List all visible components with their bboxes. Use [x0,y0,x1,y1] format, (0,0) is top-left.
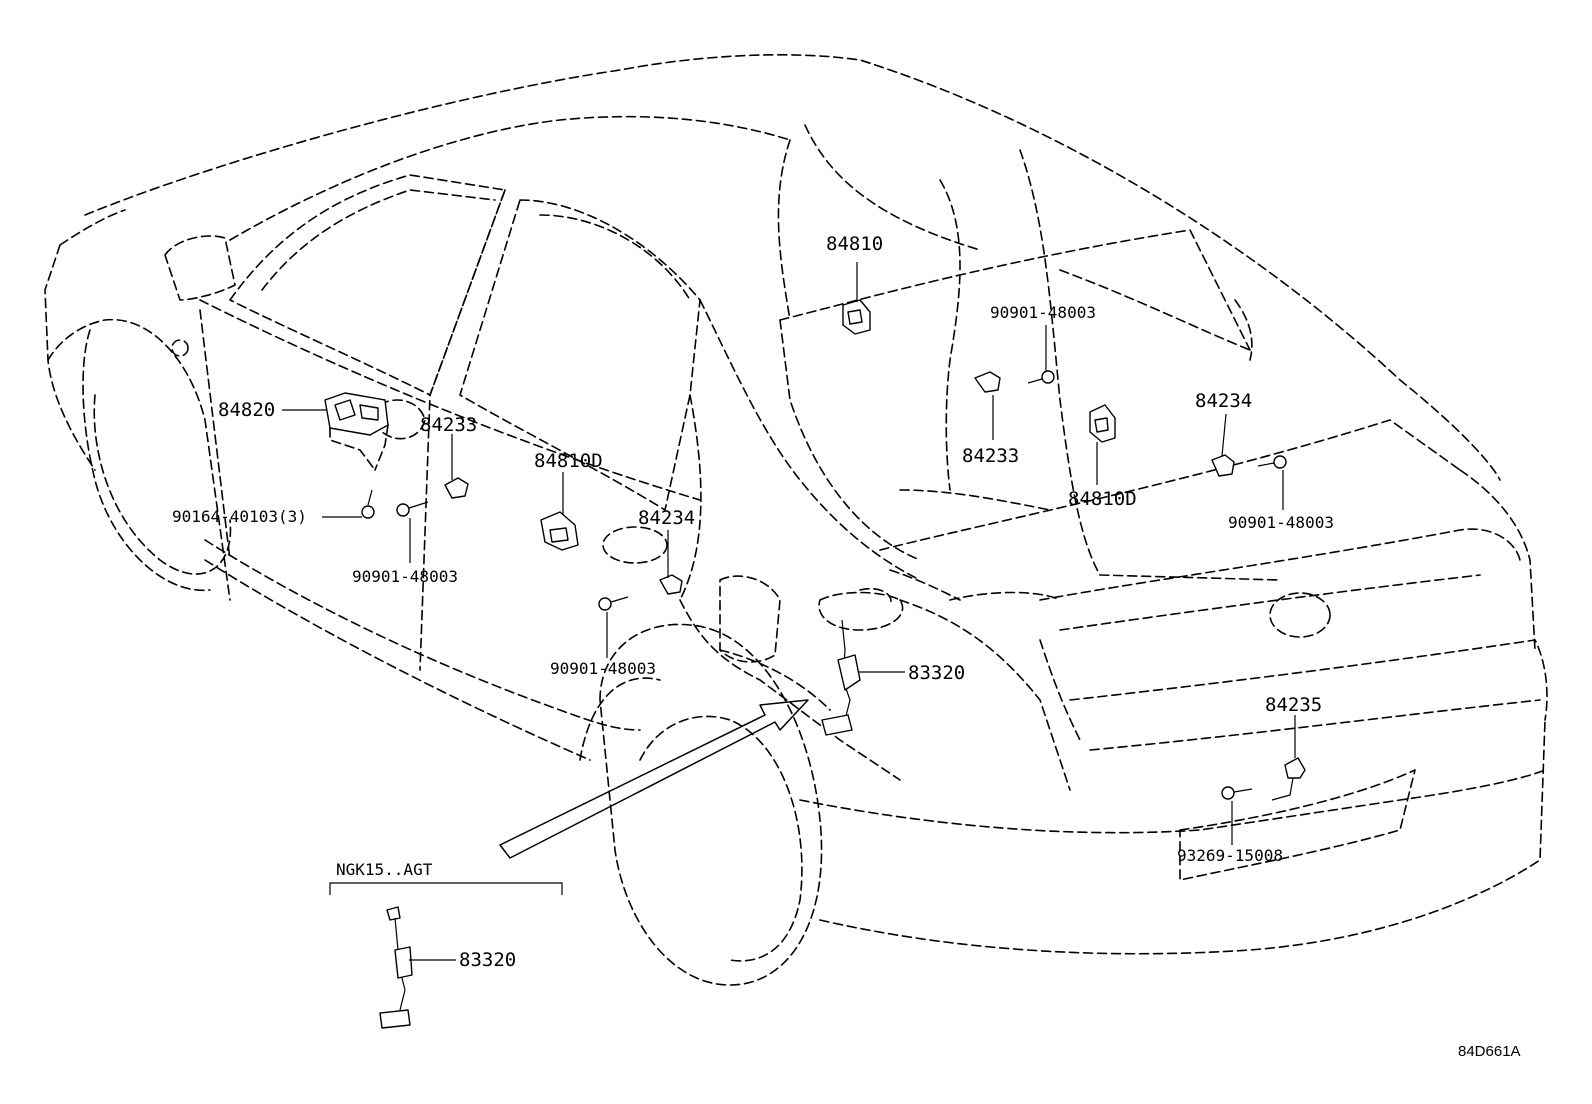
part-84233-left-switch [444,477,469,499]
label-93269-15008: 93269-15008 [1177,846,1283,865]
part-84810D-right-switch [1089,404,1116,443]
part-84820-master-switch [324,392,389,471]
part-83320-fuel-sender-main [821,619,861,736]
drawing-code: 84D661A [1458,1043,1521,1060]
part-84810D-left-switch [540,511,579,551]
label-84234-left: 84234 [638,507,695,529]
label-84810D-right: 84810D [1068,488,1137,510]
car-body-outline [44,54,1548,986]
inset-bracket [329,882,563,895]
label-90164-40103: 90164-40103(3) [172,507,307,526]
label-84235: 84235 [1265,694,1322,716]
label-84233-right: 84233 [962,445,1019,467]
label-84233-left: 84233 [420,414,477,436]
label-84234-right: 84234 [1195,390,1252,412]
label-90901-48003-lower: 90901-48003 [550,659,656,678]
leader-lines [282,262,1296,961]
label-83320-inset: 83320 [459,949,516,971]
label-84810D-left: 84810D [534,450,603,472]
label-90901-48003-left: 90901-48003 [352,567,458,586]
part-labels: 84810 90901-48003 84233 84810D 84234 909… [172,233,1521,1060]
inset-pointer-arrow [499,699,809,859]
part-84234-left-switch [659,574,683,595]
label-84820: 84820 [218,399,275,421]
label-84810: 84810 [826,233,883,255]
part-84810-body-control [842,299,871,335]
part-83320-fuel-sender-inset [379,906,413,1029]
part-84233-right-switch [974,371,1001,393]
label-90901-48003-right: 90901-48003 [1228,513,1334,532]
part-84235-trunk-switch [1271,757,1306,801]
label-83320-main: 83320 [908,662,965,684]
part-84234-right-switch [1211,454,1235,477]
screws [361,370,1287,800]
inset-label: NGK15..AGT [336,860,433,879]
label-90901-48003-top: 90901-48003 [990,303,1096,322]
